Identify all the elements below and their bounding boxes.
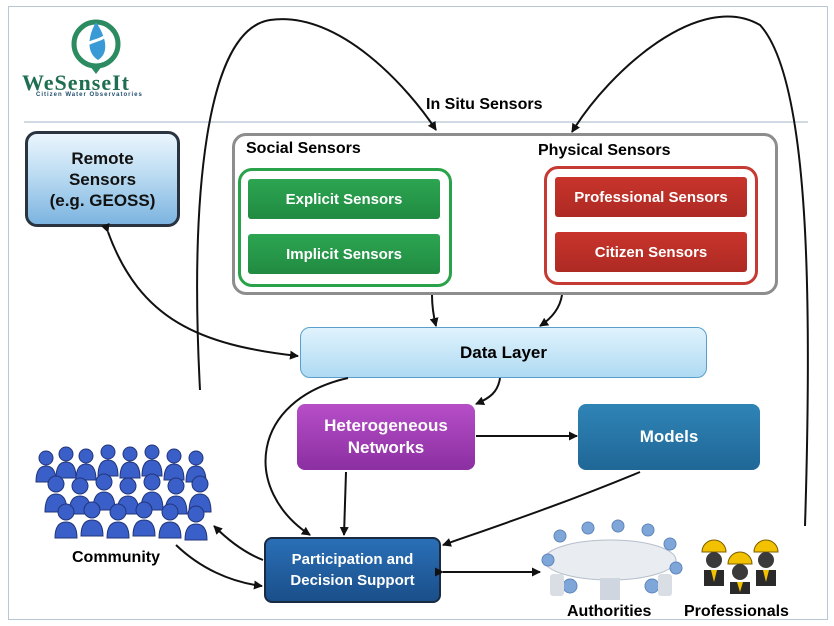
arrow-community-to-participation (175, 544, 263, 590)
citizen-sensors-node: Citizen Sensors (555, 232, 747, 272)
remote-line-2: Sensors (68, 169, 137, 189)
remote-sensors-node: Remote Sensors (e.g. GEOSS) (25, 131, 180, 227)
participation-line-2: Decision Support (290, 572, 415, 589)
water-drop-logo-icon (71, 19, 121, 74)
people-crowd-icon (35, 444, 212, 541)
hetero-line-1: Heterogeneous (324, 416, 448, 435)
arrow-community-to-insitu (196, 18, 437, 391)
participation-line-1: Participation and (291, 551, 414, 568)
heterogeneous-networks-node: Heterogeneous Networks (297, 404, 475, 470)
arrow-datalayer-to-hetero (475, 377, 501, 405)
models-node: Models (578, 404, 760, 470)
arrow-remote-datalayer (101, 222, 299, 360)
arrow-professionals-to-insitu (571, 15, 809, 527)
in-situ-title: In Situ Sensors (426, 96, 543, 113)
logo-wordmark: WeSenseIt (22, 70, 130, 95)
social-sensors-title: Social Sensors (246, 140, 361, 157)
authorities-label: Authorities (567, 603, 652, 620)
professionals-label: Professionals (684, 603, 789, 620)
arrow-social-to-datalayer (429, 294, 439, 327)
diagram-frame (8, 6, 828, 620)
conference-table-icon (541, 519, 683, 600)
participation-decision-support-node: Participation and Decision Support (264, 537, 441, 603)
arrow-hetero-to-participation (339, 471, 349, 536)
physical-sensors-group (544, 166, 758, 285)
physical-sensors-title: Physical Sensors (538, 142, 671, 159)
hetero-line-2: Networks (347, 438, 425, 457)
remote-line-1: Remote (71, 148, 134, 168)
arrow-models-to-participation (442, 471, 641, 547)
data-layer-node: Data Layer (300, 327, 707, 378)
hard-hat-workers-icon (701, 539, 779, 594)
explicit-sensors-node: Explicit Sensors (248, 179, 440, 219)
arrow-physical-to-datalayer (539, 294, 563, 327)
professional-sensors-node: Professional Sensors (555, 177, 747, 217)
arrow-participation-to-community (213, 525, 264, 561)
logo-tagline: Citizen Water Observatories (36, 92, 143, 98)
remote-line-3: (e.g. GEOSS) (49, 190, 156, 210)
community-label: Community (72, 549, 160, 566)
arrow-datalayer-to-participation (264, 377, 349, 536)
